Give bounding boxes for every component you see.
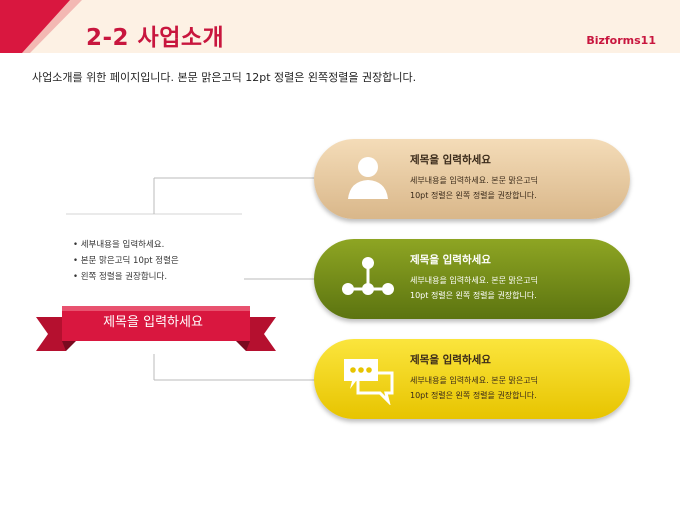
- item-title: 제목을 입력하세요: [410, 354, 491, 366]
- person-icon: [348, 157, 388, 199]
- item-description: 세부내용을 입력하세요. 본문 맑은고딕 10pt 정렬은 왼쪽 정렬을 권장합…: [410, 276, 538, 300]
- network-icon: [342, 257, 394, 295]
- header-bar: [0, 0, 680, 53]
- item-card-2: 제목을 입력하세요 세부내용을 입력하세요. 본문 맑은고딕 10pt 정렬은 …: [314, 239, 630, 319]
- ribbon-label: 제목을 입력하세요: [103, 315, 203, 330]
- item-description: 세부내용을 입력하세요. 본문 맑은고딕 10pt 정렬은 왼쪽 정렬을 권장합…: [410, 176, 538, 200]
- corner-decoration: [0, 0, 82, 53]
- ribbon-banner: [36, 306, 276, 351]
- chat-bubbles-icon: [344, 359, 394, 405]
- page-title: 2-2 사업소개: [86, 25, 225, 51]
- bullet-item: 세부내용을 입력하세요.: [73, 238, 179, 250]
- item-title: 제목을 입력하세요: [410, 154, 491, 166]
- bullet-list: 세부내용을 입력하세요. 본문 맑은고딕 10pt 정렬은 왼쪽 정렬을 권장합…: [73, 238, 179, 286]
- intro-text: 사업소개를 위한 페이지입니다. 본문 맑은고딕 12pt 정렬은 왼쪽정렬을 …: [32, 71, 417, 84]
- item-card-1: 제목을 입력하세요 세부내용을 입력하세요. 본문 맑은고딕 10pt 정렬은 …: [314, 139, 630, 219]
- item-card-3: 제목을 입력하세요 세부내용을 입력하세요. 본문 맑은고딕 10pt 정렬은 …: [314, 339, 630, 419]
- brand-label: Bizforms11: [586, 34, 656, 47]
- bullet-item: 본문 맑은고딕 10pt 정렬은: [73, 254, 179, 266]
- bullet-item: 왼쪽 정렬을 권장합니다.: [73, 270, 179, 282]
- item-title: 제목을 입력하세요: [410, 254, 491, 266]
- item-description: 세부내용을 입력하세요. 본문 맑은고딕 10pt 정렬은 왼쪽 정렬을 권장합…: [410, 376, 538, 400]
